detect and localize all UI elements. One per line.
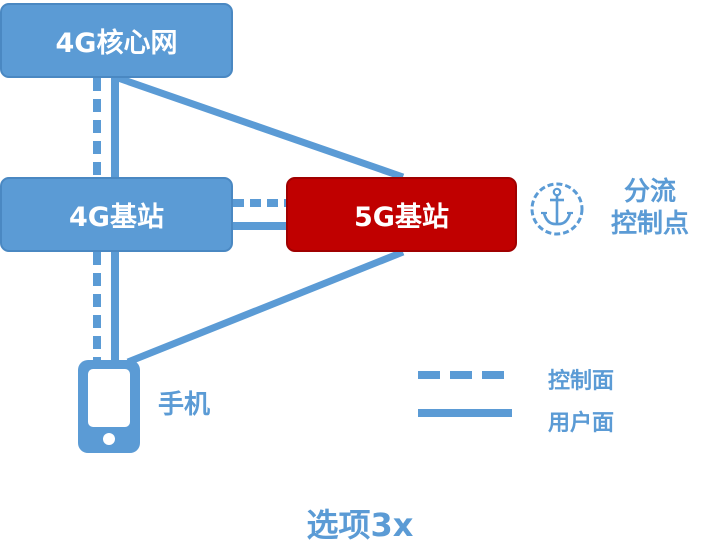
legend-user-plane-label: 用户面 — [548, 411, 615, 436]
phone-icon — [78, 360, 140, 453]
split-control-point-label: 分流 控制点 — [590, 176, 710, 240]
bs5-phone-user-line — [126, 248, 405, 366]
split-control-point-line-2: 控制点 — [610, 209, 689, 239]
core-network-4g-node: 4G核心网 — [0, 3, 233, 78]
base-station-5g-label: 5G基站 — [354, 202, 449, 233]
core-bs5-user-line — [116, 74, 405, 181]
anchor-icon — [530, 182, 584, 236]
base-station-5g-node: 5G基站 — [286, 177, 517, 252]
legend-control-plane-label: 控制面 — [548, 369, 615, 394]
core-network-4g-label: 4G核心网 — [55, 28, 178, 59]
base-station-4g-label: 4G基站 — [69, 202, 164, 233]
phone-label: 手机 — [158, 390, 211, 420]
split-control-point-line-1: 分流 — [623, 177, 676, 207]
diagram-caption: 选项3x — [306, 506, 414, 544]
base-station-4g-node: 4G基站 — [0, 177, 233, 252]
